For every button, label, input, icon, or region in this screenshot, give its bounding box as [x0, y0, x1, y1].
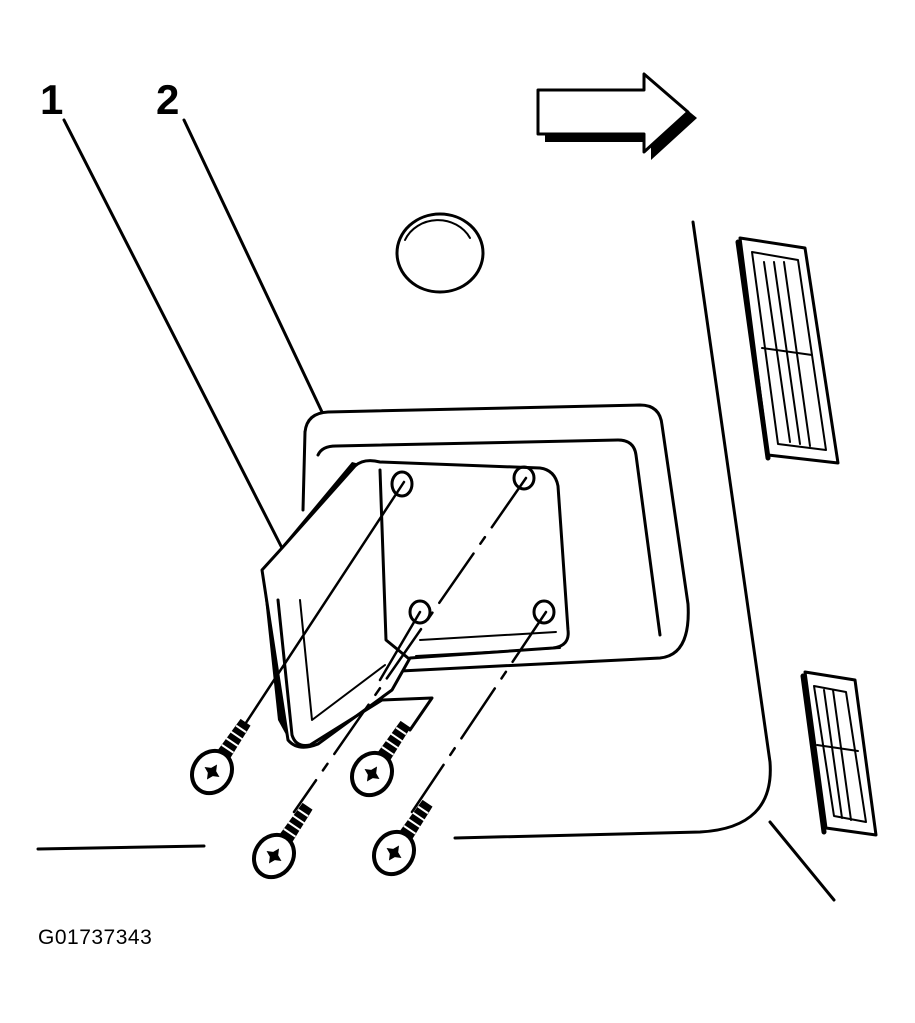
right-arrow-icon: [536, 72, 697, 160]
torx-screw-icon: [190, 718, 251, 796]
mounting-recess: [301, 403, 690, 674]
callout-1-label: 1: [40, 76, 63, 123]
lower-vent: [800, 670, 878, 837]
panel-edge-line: [453, 220, 772, 840]
callout-2-label: 2: [156, 76, 179, 123]
leader-line-1: [62, 118, 284, 550]
torx-screw-icon: [350, 720, 411, 798]
round-hole: [395, 212, 485, 294]
torx-screw-icon: [372, 799, 433, 877]
control-module: [260, 459, 570, 749]
leader-line-2: [182, 118, 324, 414]
upper-vent: [735, 236, 840, 465]
panel-corner-line: [768, 820, 836, 902]
torx-screw-icon: [252, 802, 313, 880]
screw-centerlines: [234, 476, 548, 814]
figure-id: G01737343: [38, 926, 153, 949]
panel-bottom-line: [36, 844, 206, 851]
